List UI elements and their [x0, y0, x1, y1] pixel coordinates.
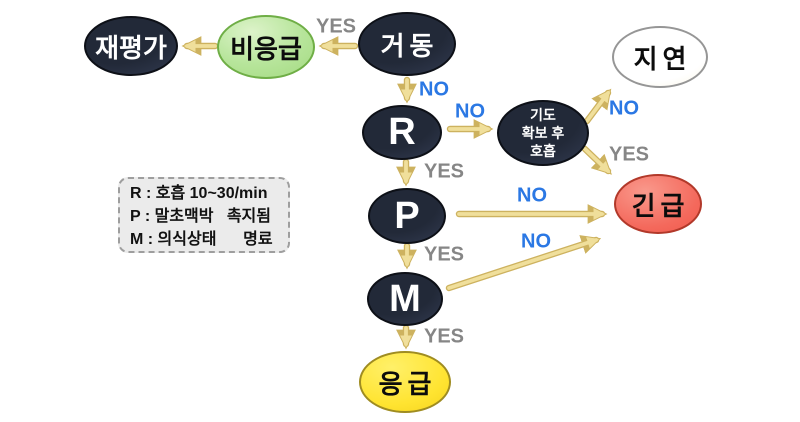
node-ambulatory-label: 거동 — [380, 30, 439, 61]
node-ambulatory: 거동 — [358, 12, 456, 76]
legend-box: R : 호흡 10~30/min P : 말초맥박 촉지됨 M : 의식상태 명… — [118, 177, 290, 253]
label-airway-yes: YES — [608, 143, 650, 166]
node-respiration: R — [362, 105, 442, 160]
legend-line-mental: M : 의식상태 명료 — [130, 231, 273, 248]
arrow-airway-to-jiyeon — [583, 88, 612, 125]
label-p-no: NO — [517, 184, 547, 207]
label-r-no: NO — [455, 100, 485, 123]
label-airway-no: NO — [609, 97, 639, 120]
legend-line-pulse: P : 말초맥박 촉지됨 — [130, 208, 271, 225]
legend-line-respiration: R : 호흡 10~30/min — [130, 185, 268, 202]
node-reassess-label: 재평가 — [95, 32, 167, 63]
node-non-urgent: 비응급 — [217, 15, 315, 79]
node-mental-status-label: M — [389, 277, 421, 320]
arrow-m-to-gingeup — [445, 235, 602, 292]
node-non-urgent-label: 비응급 — [230, 33, 302, 64]
node-urgent-label: 긴급 — [631, 190, 690, 221]
label-r-yes: YES — [423, 160, 465, 183]
label-m-yes: YES — [423, 325, 465, 348]
node-mental-status: M — [367, 272, 443, 326]
label-p-yes: YES — [423, 243, 465, 266]
node-reassess: 재평가 — [84, 16, 178, 76]
node-delayed: 지연 — [612, 26, 708, 88]
label-geodong-no: NO — [419, 78, 449, 101]
node-delayed-label: 지연 — [633, 43, 692, 74]
node-respiration-label: R — [388, 111, 416, 153]
arrow-airway-to-gingeup — [581, 145, 612, 175]
node-airway-breathing-label: 기도 확보 후 호흡 — [521, 106, 565, 160]
node-emergency-label: 응급 — [378, 368, 437, 399]
node-pulse-label: P — [394, 194, 420, 237]
node-pulse: P — [368, 188, 446, 244]
node-urgent: 긴급 — [614, 174, 702, 234]
node-airway-breathing: 기도 확보 후 호흡 — [497, 100, 589, 166]
label-m-no: NO — [521, 230, 551, 253]
node-emergency: 응급 — [359, 351, 451, 413]
label-geodong-yes: YES — [315, 15, 357, 38]
